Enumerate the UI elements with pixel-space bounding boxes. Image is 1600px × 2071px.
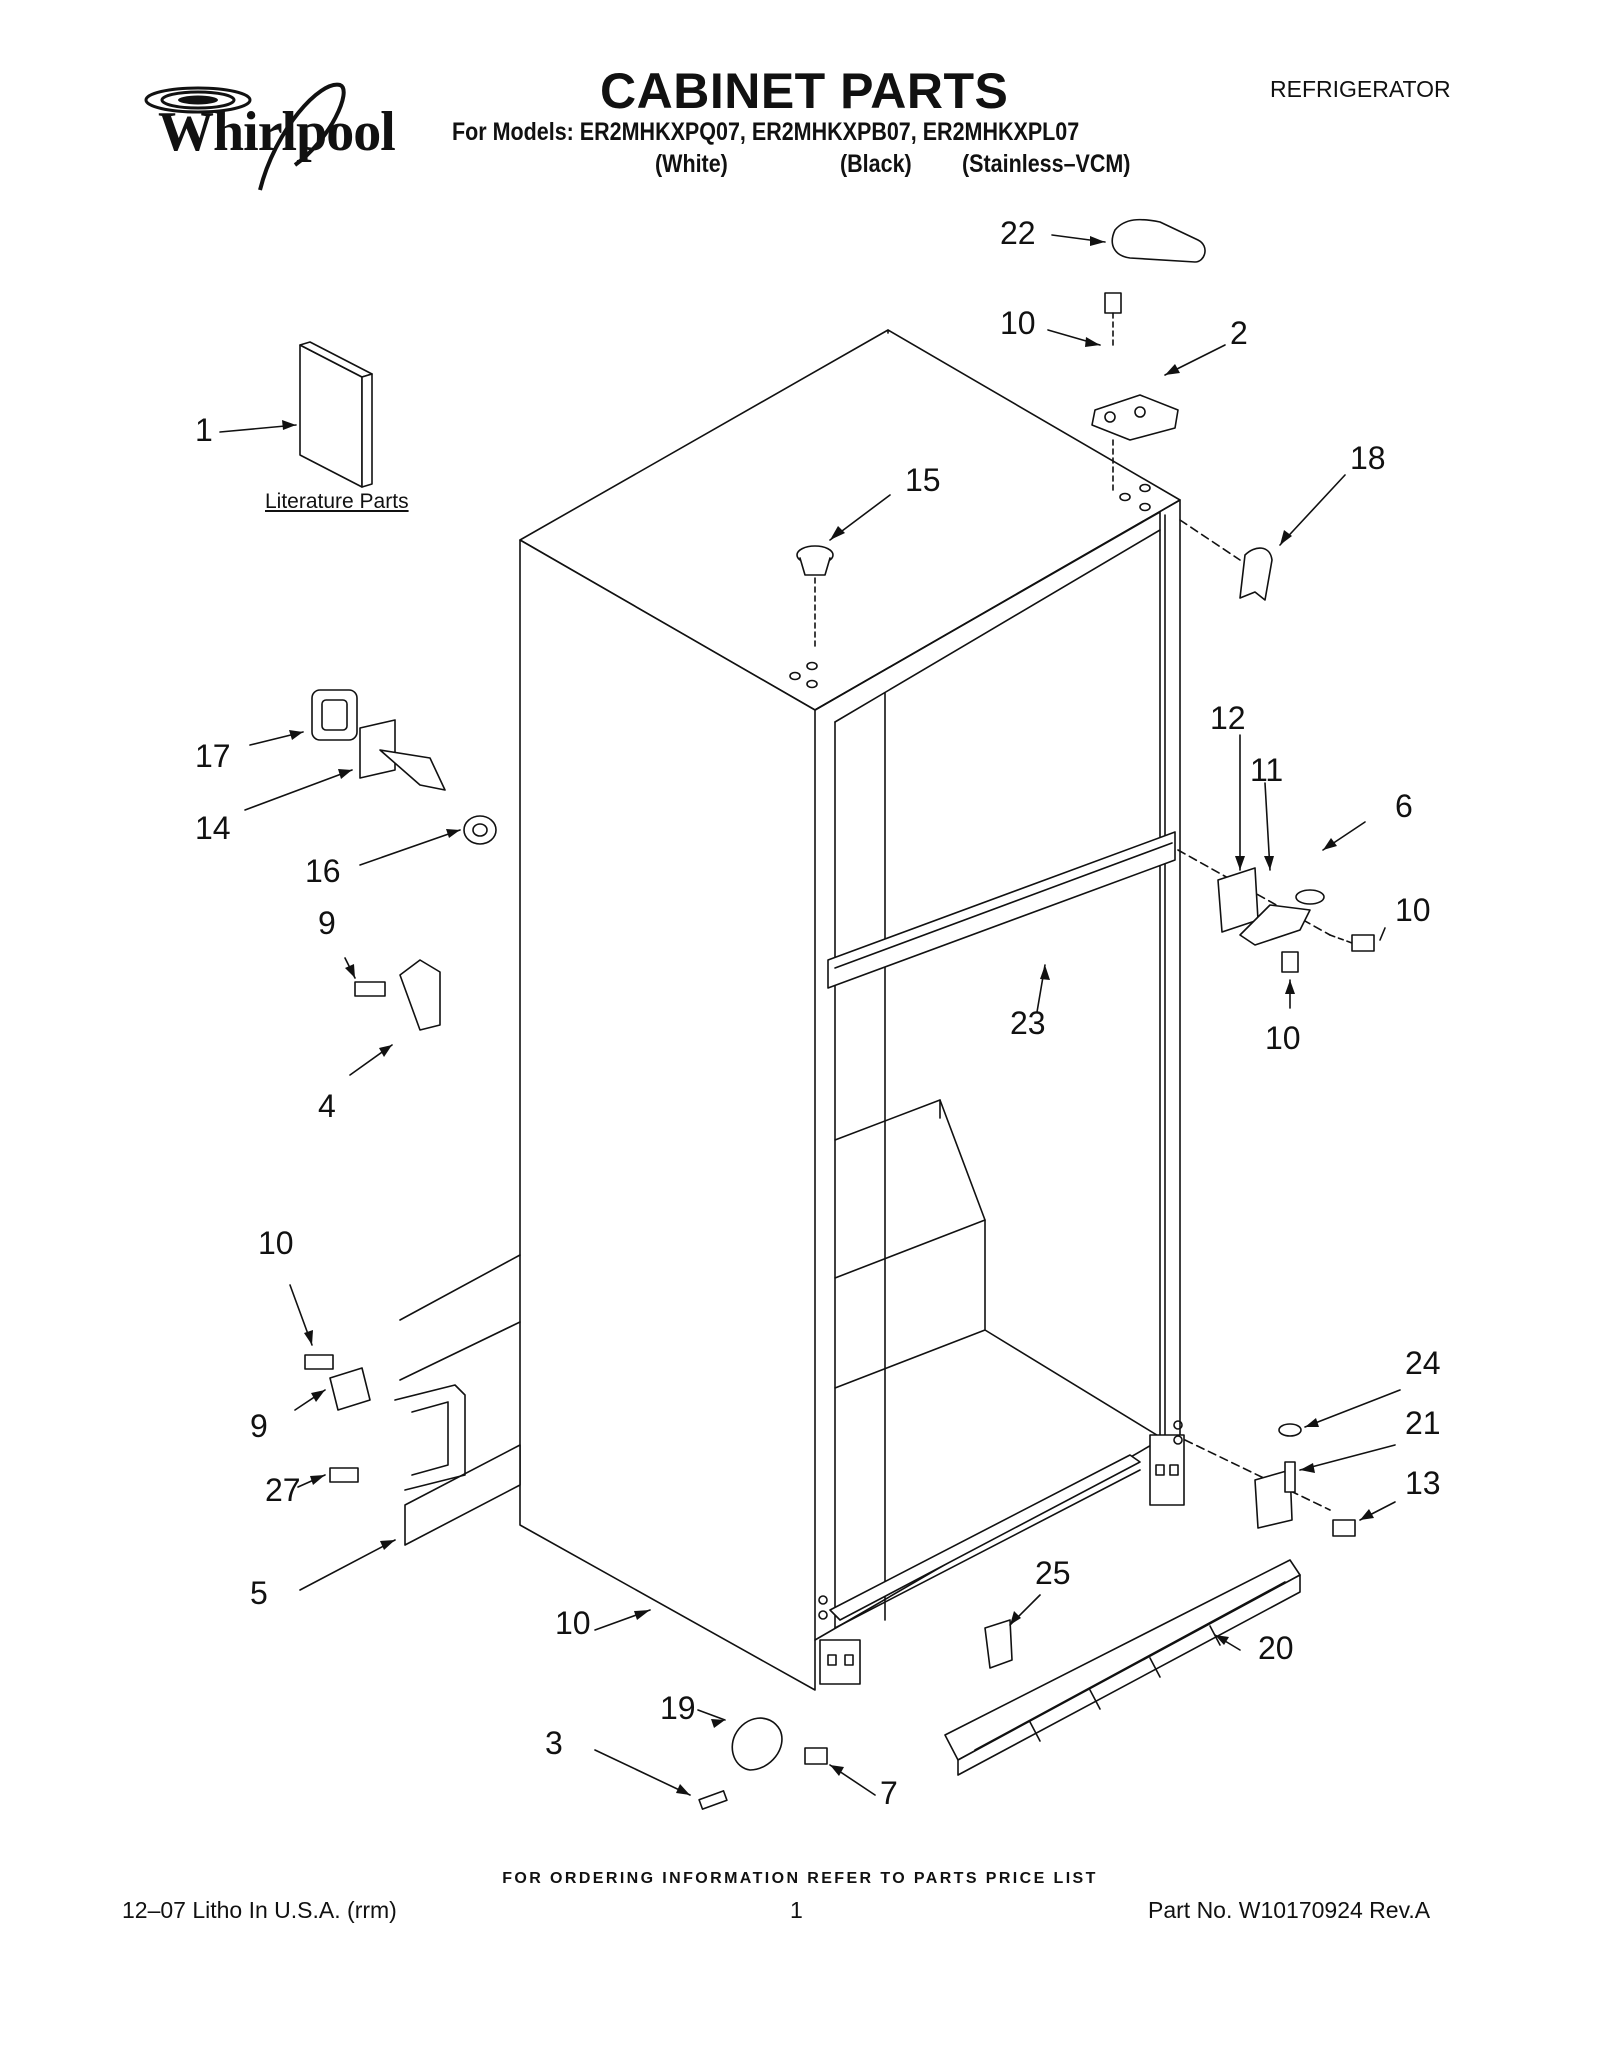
logo-swirl-icon [144,86,252,114]
ordering-note: FOR ORDERING INFORMATION REFER TO PARTS … [502,1870,1098,1887]
brand-name: Whirlpool [158,101,396,163]
callout-10-mid-right: 10 [1395,892,1431,928]
callout-12: 12 [1210,700,1246,736]
bracket-4 [355,960,440,1030]
literature-parts-label: Literature Parts [265,490,409,513]
callout-7: 3 [545,1725,563,1761]
category-label: REFRIGERATOR [1270,76,1451,102]
top-hinge [1092,293,1178,490]
cover-18 [1240,548,1272,600]
callout-23: 23 [1010,1005,1046,1041]
literature-booklet [300,342,372,487]
callout-1: 1 [195,412,213,448]
litho-text: 12–07 Litho In U.S.A. (rrm) [122,1897,397,1923]
callout-20: 25 [1035,1555,1071,1591]
middle-hinge [1178,850,1374,972]
callout-16: 16 [305,853,341,889]
leveler [699,1718,827,1809]
callout-9-lower: 10 [258,1225,294,1261]
variant-white: (White) [655,150,728,178]
models-line: For Models: ER2MHKXPQ07, ER2MHKXPB07, ER… [452,118,1080,146]
logo-arc-icon [258,82,346,191]
page-number: 1 [790,1897,803,1923]
callout-8: 7 [880,1775,898,1811]
cap-22 [1112,220,1205,262]
callout-25: 10 [555,1605,591,1641]
clip-20 [985,1620,1012,1668]
page-title: CABINET PARTS [600,63,1009,119]
left-lower-bracket [305,1355,465,1490]
part-number: Part No. W10170924 Rev.A [1148,1897,1431,1923]
variant-black: (Black) [840,150,912,178]
variant-stainless: (Stainless–VCM) [962,150,1131,178]
callout-2: 2 [1230,315,1248,351]
lower-hinge [1185,1424,1355,1536]
callout-17: 17 [195,738,231,774]
callout-3: 19 [660,1690,696,1726]
callout-11: 11 [1250,752,1284,788]
grommet-parts [312,690,496,844]
grille-19 [945,1560,1300,1775]
callout-9-upper: 9 [318,905,336,941]
callout-22: 22 [1000,215,1036,251]
arrowheads [282,236,1374,1795]
callout-13: 21 [1405,1405,1441,1441]
callout-4: 4 [318,1088,336,1124]
callout-21: 24 [1405,1345,1441,1381]
callout-10-mid-lower: 10 [1265,1020,1301,1056]
callout-6: 6 [1395,788,1413,824]
plug-15 [797,546,833,650]
callout-27: 9 [250,1408,268,1444]
callout-24: 5 [250,1575,268,1611]
callout-5: 27 [265,1472,301,1508]
callout-18: 18 [1350,440,1386,476]
callout-19: 20 [1258,1630,1294,1666]
cabinet-body [400,330,1184,1690]
callout-10-low: 13 [1405,1465,1441,1501]
callout-15: 15 [905,462,941,498]
callout-14: 14 [195,810,231,846]
callout-10-top: 10 [1000,305,1036,341]
